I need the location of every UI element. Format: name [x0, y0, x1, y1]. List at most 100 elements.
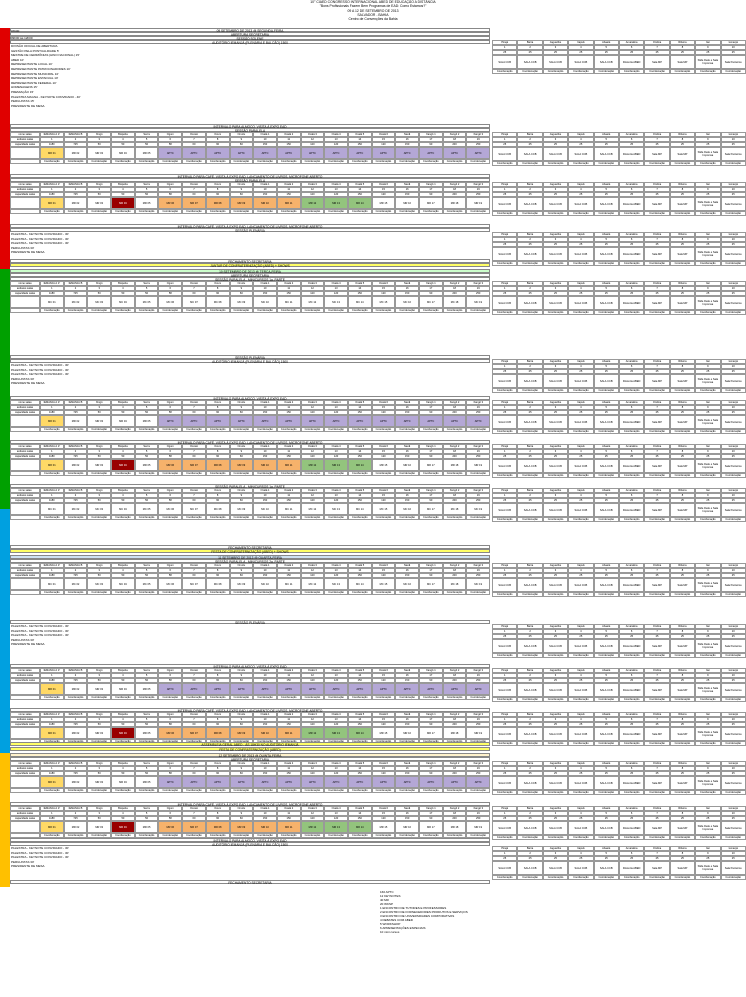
day1-interval-lunch: INTERVALO PARA ALMOÇO, VISITA À EXPO EAD — [10, 124, 490, 129]
right-room-cell: SALA CCB — [517, 197, 543, 211]
room-number: 1 — [40, 811, 64, 816]
room-name: IEMANJÁ A 1º — [40, 132, 64, 137]
right-coordination-cell: Coordenação — [720, 835, 746, 840]
right-room-capacity: 25 — [618, 678, 645, 683]
right-room-number: 10 — [720, 405, 746, 410]
right-room-number: 9 — [695, 568, 721, 573]
right-coordination-cell: Coordenação — [492, 69, 518, 74]
right-room-number: 1 — [492, 449, 518, 454]
palestra-line: PALESTRA - KEYNOTE CONVIDADO - 30' — [11, 367, 69, 372]
right-room-number: 2 — [517, 364, 543, 369]
right-room-cell: Diretoria ABED — [618, 578, 645, 592]
right-room-name: Itapuã — [568, 400, 594, 405]
right-room-name: Itaí — [695, 444, 721, 449]
coordination-cell: Coordenação — [229, 833, 254, 838]
right-room-cell: SALA CCB — [517, 415, 543, 429]
session-cell: MC 03 — [87, 578, 112, 590]
right-room-cell: Diretoria ABED — [618, 197, 645, 211]
right-room-capacity: 25 — [517, 498, 543, 503]
right-coordination-cell: Coordenação — [492, 592, 518, 597]
session-cell: MC 19 — [466, 503, 491, 515]
right-coordination-cell: Coordenação — [669, 473, 696, 478]
row-label-nome: nome salas — [10, 563, 40, 568]
right-room-cell: Slide Desk e Sala Imprensa — [695, 503, 721, 517]
coordination-cell: Coordenação — [324, 590, 348, 595]
right-room-name: Abaeté — [593, 281, 619, 286]
session-cell: APTC — [395, 415, 419, 427]
room-number: 9 — [229, 568, 254, 573]
right-room-capacity: 25 — [517, 410, 543, 415]
coordination-cell: Coordenação — [40, 515, 64, 520]
coordination-cell: Coordenação — [442, 833, 467, 838]
room-name: Xingó — [87, 281, 112, 286]
session-cell: MR 16 — [395, 197, 419, 209]
room-capacity: 250 — [466, 291, 491, 296]
right-room-name: Abaeté — [593, 761, 619, 766]
room-capacity: 150 — [347, 454, 372, 459]
room-number: 12 — [300, 673, 325, 678]
room-capacity: 725 — [63, 410, 88, 415]
room-name: IEMANJÁ A 1º — [40, 806, 64, 811]
right-room-number: 6 — [618, 137, 645, 142]
right-room-cell: SALA CCB — [492, 147, 518, 161]
room-number: 7 — [182, 493, 206, 498]
session-cell: APTC — [253, 683, 277, 695]
footer-line: 1 ENCONTRO DE TUTORES E PROFESSORES — [380, 906, 447, 910]
session-cell: APTC — [466, 147, 491, 159]
palestra-line: PALESTRA - KEYNOTE CONVIDADO - 30' — [11, 628, 69, 633]
room-number: 2 — [63, 449, 88, 454]
coordination-cell: Coordenação — [442, 471, 467, 476]
right-room-number: 8 — [669, 137, 696, 142]
session-cell: MR 19 — [466, 197, 491, 209]
room-name: Oxalá 6 — [371, 806, 396, 811]
right-room-cell: Slide Desk e Sala Imprensa — [695, 578, 721, 592]
session-cell: APTC — [229, 776, 254, 788]
right-room-capacity: 25 — [542, 454, 569, 459]
room-name: Oxossi — [182, 400, 206, 405]
session-cell: MR 03 — [87, 727, 112, 739]
row-label-andar: andares salas — [10, 286, 40, 291]
room-number: 8 — [205, 187, 230, 192]
plenary-line: GESTÃO PELA PONTUALIDADE 5' — [11, 48, 60, 53]
right-room-name: Itaí — [695, 132, 721, 137]
right-coordination-cell: Coordenação — [492, 429, 518, 434]
coordination-cell: Coordenação — [371, 159, 396, 164]
right-room-number: 8 — [669, 629, 696, 634]
right-room-name: Ondina — [644, 761, 670, 766]
right-room-capacity: 25 — [695, 454, 721, 459]
room-capacity: 60 — [205, 678, 230, 683]
room-name: Xangô 1 — [419, 281, 443, 286]
room-number: 13 — [324, 405, 348, 410]
right-room-capacity: 25 — [492, 498, 518, 503]
room-number: 8 — [205, 405, 230, 410]
right-room-number: 5 — [593, 286, 619, 291]
right-room-cell: SALA CCB — [517, 683, 543, 697]
room-capacity: 60 — [182, 678, 206, 683]
right-room-number: 10 — [720, 568, 746, 573]
right-room-name: Itapuã — [568, 40, 594, 45]
room-capacity: 150 — [276, 573, 301, 578]
right-room-number: 10 — [720, 766, 746, 771]
room-capacity: 120 — [371, 410, 396, 415]
right-coordination-cell: Coordenação — [669, 211, 696, 216]
coordination-cell: Coordenação — [347, 308, 372, 313]
right-coordination-cell: Coordenação — [593, 697, 619, 702]
right-room-number: 9 — [695, 137, 721, 142]
room-number: 3 — [87, 449, 112, 454]
room-capacity: 90 — [419, 142, 443, 147]
right-room-name: Iemanjá — [720, 712, 746, 717]
session-cell: APTC — [324, 147, 348, 159]
coordination-cell: Coordenação — [347, 209, 372, 214]
room-capacity: 120 — [324, 291, 348, 296]
right-room-capacity: 25 — [542, 722, 569, 727]
right-room-cell: Diretoria ABED — [618, 374, 645, 388]
coordination-cell: Coordenação — [371, 515, 396, 520]
coordination-cell: Coordenação — [134, 833, 159, 838]
right-room-cell: SALA CCB — [593, 374, 619, 388]
room-number: 11 — [276, 405, 301, 410]
session-cell: MR 01 — [40, 459, 64, 471]
header-line-2: "Bons Profissionais Fazem Bem Programas … — [319, 4, 427, 9]
room-capacity: 1180 — [40, 722, 64, 727]
